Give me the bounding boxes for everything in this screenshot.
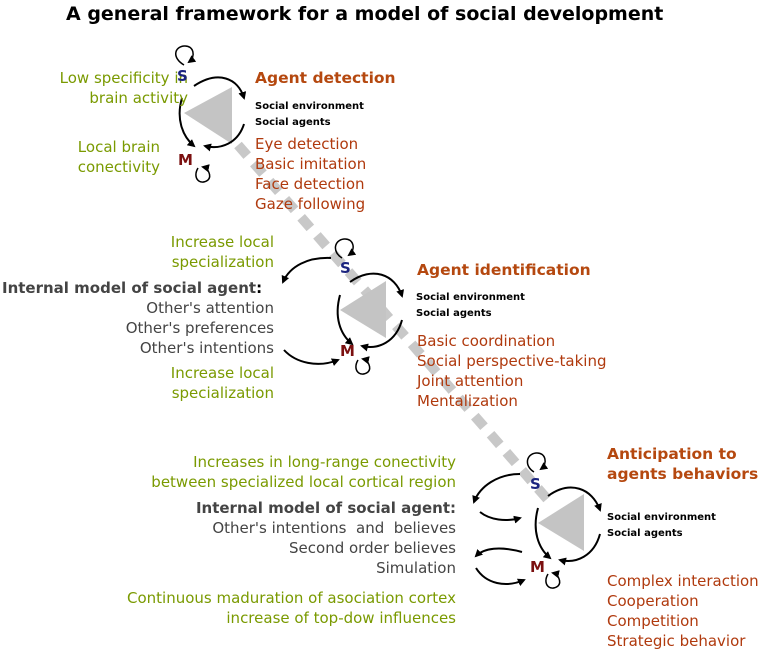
stage3-m-self-loop — [545, 570, 561, 589]
stage2-outer-arrow-bottom — [283, 349, 340, 366]
stage3-title: Anticipation to agents behaviors — [607, 444, 758, 484]
stage3-left-top-line1: Increases in long-range conectivity — [193, 453, 456, 471]
stage3-model-item-1: Other's intentions and believes — [212, 519, 456, 537]
stage2-env-line2: Social agents — [416, 308, 492, 319]
stage1-m-self-loop — [195, 164, 211, 183]
stage3-model-item-3: Simulation — [376, 559, 456, 577]
stage1-s-label: S — [177, 67, 188, 85]
developmental-path-connector — [234, 141, 552, 504]
stage1-m-label: M — [178, 151, 193, 169]
stage2-model-title-colon: : — [256, 279, 263, 297]
stage2-behavior-1: Basic coordination — [417, 332, 556, 350]
stage2-behaviors: Basic coordination Social perspective-ta… — [417, 331, 607, 411]
stage2-model-item-2: Other's preferences — [125, 319, 274, 337]
stage3-left-top-line2: between specialized local cortical regio… — [151, 473, 456, 491]
stage3-env: Social environment Social agents — [607, 510, 716, 542]
stage2-model-title: Internal model of social agent: — [2, 278, 262, 298]
stage2-title: Agent identification — [417, 261, 591, 279]
stage3-behavior-4: Strategic behavior — [607, 632, 746, 650]
stage2-model-item-3: Other's intentions — [139, 339, 274, 357]
stage2-model-title-text: Internal model of social agent — [2, 279, 257, 297]
stage1-env-line2: Social agents — [255, 117, 331, 128]
stage3-model-item-2: Second order believes — [289, 539, 456, 557]
stage3-triangle — [538, 494, 584, 551]
stage1-left-top-line2: brain activity — [89, 89, 188, 107]
stage3-outer-arrow-top-1 — [472, 473, 521, 504]
stage3-outer-arrow-bottom-2 — [475, 567, 526, 587]
stage2-m-label: M — [340, 342, 355, 360]
stage3-arrow-top — [547, 486, 602, 512]
stage3-left-bottom: Continuous maduration of asociation cort… — [127, 588, 456, 628]
stage2-arrow-right — [360, 319, 403, 352]
stage1-left-bottom-line1: Local brain — [77, 138, 160, 156]
stage2-s-self-loop — [334, 238, 357, 259]
stage1-cycle — [175, 45, 247, 183]
stage2-left-top-line2: specialization — [171, 253, 274, 271]
stage2-outer-arrow-top — [281, 256, 332, 284]
stage2-left-bottom-line1: Increase local — [170, 364, 274, 382]
stage2-triangle — [340, 281, 386, 338]
stage3-left-bottom-line1: Continuous maduration of asociation cort… — [126, 589, 456, 607]
stage3-title-line2: agents behaviors — [607, 465, 759, 483]
stage1-arrow-left — [178, 97, 196, 148]
stage1-left-bottom: Local brain conectivity — [78, 137, 160, 177]
stage2-env: Social environment Social agents — [416, 290, 525, 322]
stage3-s-self-loop — [526, 452, 549, 473]
stage2-arrow-left — [336, 294, 354, 346]
stage3-behavior-3: Competition — [607, 612, 699, 630]
stage1-triangle — [184, 87, 232, 144]
diagram-title: A general framework for a model of socia… — [66, 3, 664, 25]
stage2-m-self-loop — [355, 356, 371, 375]
stage3-outer-arrow-top-2 — [479, 511, 522, 524]
stage1-behavior-3: Face detection — [255, 175, 365, 193]
stage3-model-title: Internal model of social agent: — [195, 499, 456, 517]
stage2-left-top: Increase local specialization — [171, 232, 274, 272]
stage2-left-bottom-line2: specialization — [171, 384, 274, 402]
stage3-env-line2: Social agents — [607, 528, 683, 539]
stage3-behavior-1: Complex interaction — [607, 572, 759, 590]
stage3-behavior-2: Cooperation — [607, 592, 699, 610]
stage1-s-self-loop — [175, 45, 197, 66]
stage1-behavior-1: Eye detection — [255, 135, 359, 153]
stage1-arrow-top — [193, 76, 247, 100]
stage2-behavior-4: Mentalization — [417, 392, 518, 410]
stage2-model-items: Other's attention Other's preferences Ot… — [126, 298, 274, 358]
stage1-left-top: Low specificity in brain activity — [60, 68, 188, 108]
stage3-left-top: Increases in long-range conectivity betw… — [151, 452, 456, 492]
stage3-left-bottom-line2: increase of top-dow influences — [226, 609, 456, 627]
stage3-env-line1: Social environment — [607, 512, 716, 523]
stage3-title-line1: Anticipation to — [607, 445, 737, 463]
stage2-behavior-2: Social perspective-taking — [417, 352, 607, 370]
stage1-behaviors: Eye detection Basic imitation Face detec… — [255, 134, 366, 214]
stage2-model-item-1: Other's attention — [146, 299, 274, 317]
stage2-s-label: S — [340, 259, 351, 277]
stage3-m-label: M — [530, 558, 545, 576]
stage2-left-bottom: Increase local specialization — [171, 363, 274, 403]
stage3-behaviors: Complex interaction Cooperation Competit… — [607, 571, 759, 651]
stage1-left-bottom-line2: conectivity — [77, 158, 160, 176]
stage3-model-items: Other's intentions and believes Second o… — [212, 518, 456, 578]
stage1-behavior-4: Gaze following — [255, 195, 366, 213]
stage3-s-label: S — [530, 475, 541, 493]
stage1-env: Social environment Social agents — [255, 99, 364, 131]
stage1-behavior-2: Basic imitation — [255, 155, 367, 173]
stage2-left-top-line1: Increase local — [170, 233, 274, 251]
stage3-outer-arrow-bottom-1 — [474, 547, 523, 558]
stage1-arrow-right — [203, 123, 245, 152]
stage3-arrow-left — [534, 507, 552, 560]
stage1-title: Agent detection — [255, 69, 396, 87]
stage2-behavior-3: Joint attention — [417, 372, 524, 390]
stage3-cycle — [472, 452, 602, 589]
stage1-env-line1: Social environment — [255, 101, 364, 112]
stage2-cycle — [281, 238, 404, 375]
stage2-arrow-top — [349, 272, 404, 298]
stage3-arrow-right — [558, 533, 601, 566]
stage1-left-top-line1: Low specificity in — [59, 69, 188, 87]
stage2-env-line1: Social environment — [416, 292, 525, 303]
